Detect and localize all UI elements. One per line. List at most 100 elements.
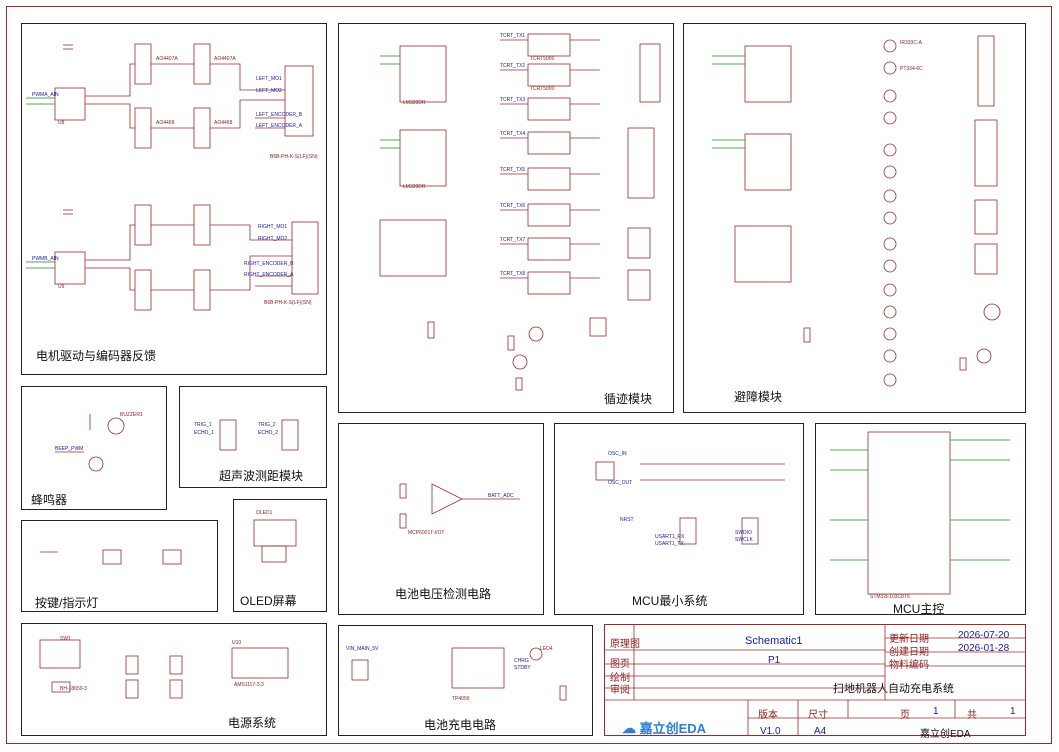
svg-text:TCRT_TX2: TCRT_TX2 xyxy=(500,63,525,69)
tb-size-value: A4 xyxy=(814,726,827,737)
block-title-mcu: MCU主控 xyxy=(893,602,945,616)
svg-text:OSC_IN: OSC_IN xyxy=(608,451,627,457)
svg-text:PT334-6C: PT334-6C xyxy=(900,66,923,72)
block-title-ultrasonic: 超声波测距模块 xyxy=(219,469,304,483)
svg-text:AO4468: AO4468 xyxy=(156,120,175,126)
svg-text:USART1_RX: USART1_RX xyxy=(655,534,685,540)
svg-text:TCRT_TX5: TCRT_TX5 xyxy=(500,167,525,173)
svg-text:U9: U9 xyxy=(58,284,65,290)
svg-text:LEFT_ENCODER_B: LEFT_ENCODER_B xyxy=(256,112,303,118)
svg-text:TCRT5000: TCRT5000 xyxy=(530,56,555,62)
svg-text:TCRT5000: TCRT5000 xyxy=(530,86,555,92)
tb-update-value: 2026-07-20 xyxy=(958,630,1010,641)
svg-text:CHRG: CHRG xyxy=(514,658,529,664)
logo-text: 嘉立创EDA xyxy=(639,721,707,736)
tb-page-value: P1 xyxy=(768,655,781,666)
block-motor xyxy=(21,23,327,375)
svg-text:LED4: LED4 xyxy=(540,646,553,652)
svg-text:TP4056: TP4056 xyxy=(452,696,470,702)
block-title-keys: 按键/指示灯 xyxy=(35,596,99,610)
cloud-icon: ☁ xyxy=(622,720,636,736)
logo: ☁ 嘉立创EDA xyxy=(622,718,706,737)
tb-version-label: 版本 xyxy=(758,710,778,721)
svg-text:AO4407A: AO4407A xyxy=(156,56,178,62)
svg-text:RIGHT_ENCODER_B: RIGHT_ENCODER_B xyxy=(244,261,294,267)
block-mcu-min xyxy=(554,423,804,615)
block-tracking xyxy=(338,23,674,413)
svg-text:AO4468: AO4468 xyxy=(214,120,233,126)
tb-create-value: 2026-01-28 xyxy=(958,643,1010,654)
svg-text:TRIG_2: TRIG_2 xyxy=(258,422,276,428)
svg-text:AO4407A: AO4407A xyxy=(214,56,236,62)
block-title-mcu-min: MCU最小系统 xyxy=(632,594,708,608)
tb-material-label: 物料编码 xyxy=(889,660,929,671)
svg-text:TCRT_TX6: TCRT_TX6 xyxy=(500,203,525,209)
svg-text:TCRT_TX4: TCRT_TX4 xyxy=(500,131,525,137)
svg-text:SWDIO: SWDIO xyxy=(735,530,752,536)
tb-total-value: 1 xyxy=(1010,706,1016,717)
tb-total-label: 共 xyxy=(967,710,977,721)
svg-text:TCRT_TX3: TCRT_TX3 xyxy=(500,97,525,103)
svg-text:LEFT_MO2: LEFT_MO2 xyxy=(256,88,282,94)
svg-text:TCRT_TX1: TCRT_TX1 xyxy=(500,33,525,39)
block-title-charge: 电池充电电路 xyxy=(424,718,497,732)
title-block xyxy=(604,624,1026,736)
block-title-tracking: 循迹模块 xyxy=(604,392,653,406)
tb-page-label: 图页 xyxy=(610,659,630,670)
block-keys xyxy=(21,520,218,612)
sheet-border xyxy=(6,6,1052,744)
tb-update-label: 更新日期 xyxy=(889,634,929,645)
tb-review-label: 审阅 xyxy=(610,685,630,696)
block-title-motor: 电机驱动与编码器反馈 xyxy=(36,349,157,363)
block-title-buzzer: 蜂鸣器 xyxy=(31,493,68,507)
block-title-oled: OLED屏幕 xyxy=(240,594,297,608)
tb-company: 嘉立创EDA xyxy=(920,729,971,740)
svg-text:BATT_ADC: BATT_ADC xyxy=(488,493,514,499)
tb-schematic-value: Schematic1 xyxy=(745,635,803,647)
svg-text:LEFT_ENCODER_A: LEFT_ENCODER_A xyxy=(256,123,303,129)
tb-page-num-label: 页 xyxy=(900,710,910,721)
block-power xyxy=(21,623,327,736)
svg-text:MCP6001T-I/OT: MCP6001T-I/OT xyxy=(408,530,444,536)
tb-version-value: V1.0 xyxy=(760,726,781,737)
svg-text:OSC_OUT: OSC_OUT xyxy=(608,480,632,486)
svg-text:BH-18650-3: BH-18650-3 xyxy=(60,686,87,692)
svg-text:LM339DR: LM339DR xyxy=(403,100,426,106)
block-voltage xyxy=(338,423,544,615)
svg-text:ECHO_2: ECHO_2 xyxy=(258,430,278,436)
svg-text:AMS1117-3.3: AMS1117-3.3 xyxy=(234,682,264,688)
svg-text:TCRT_TX8: TCRT_TX8 xyxy=(500,271,525,277)
svg-text:U8: U8 xyxy=(58,120,65,126)
block-oled xyxy=(233,499,327,612)
svg-text:RIGHT_ENCODER_A: RIGHT_ENCODER_A xyxy=(244,272,294,278)
tb-page-num-value: 1 xyxy=(933,706,939,717)
svg-text:BEEP_PWM: BEEP_PWM xyxy=(55,446,83,452)
svg-text:B6B-PH-K-S(LF)(SN): B6B-PH-K-S(LF)(SN) xyxy=(264,300,312,306)
svg-text:PWMB_AIN: PWMB_AIN xyxy=(32,256,59,262)
block-title-power: 电源系统 xyxy=(228,716,277,730)
tb-project-name: 扫地机器人自动充电系统 xyxy=(833,683,954,695)
svg-text:NRST: NRST xyxy=(620,517,634,523)
svg-text:B6B-PH-K-S(LF)(SN): B6B-PH-K-S(LF)(SN) xyxy=(270,154,318,160)
svg-text:TRIG_1: TRIG_1 xyxy=(194,422,212,428)
block-mcu xyxy=(815,423,1026,615)
svg-text:STDBY: STDBY xyxy=(514,665,531,671)
svg-text:USART1_TX: USART1_TX xyxy=(655,541,684,547)
svg-text:U10: U10 xyxy=(232,640,241,646)
svg-text:VIN_MAIN_5V: VIN_MAIN_5V xyxy=(346,646,379,652)
svg-text:SW1: SW1 xyxy=(60,636,71,642)
svg-text:LEFT_MO1: LEFT_MO1 xyxy=(256,76,282,82)
block-buzzer xyxy=(21,386,167,510)
block-charge xyxy=(338,625,593,736)
block-ultrasonic xyxy=(179,386,327,488)
svg-text:BUZZER1: BUZZER1 xyxy=(120,412,143,418)
svg-text:IR333C-A: IR333C-A xyxy=(900,40,923,46)
tb-size-label: 尺寸 xyxy=(808,710,828,721)
block-title-avoid: 避障模块 xyxy=(734,390,783,404)
svg-text:SWCLK: SWCLK xyxy=(735,537,753,543)
svg-text:RIGHT_MO2: RIGHT_MO2 xyxy=(258,236,287,242)
svg-text:LM339DR: LM339DR xyxy=(403,184,426,190)
svg-text:RIGHT_MO1: RIGHT_MO1 xyxy=(258,224,287,230)
